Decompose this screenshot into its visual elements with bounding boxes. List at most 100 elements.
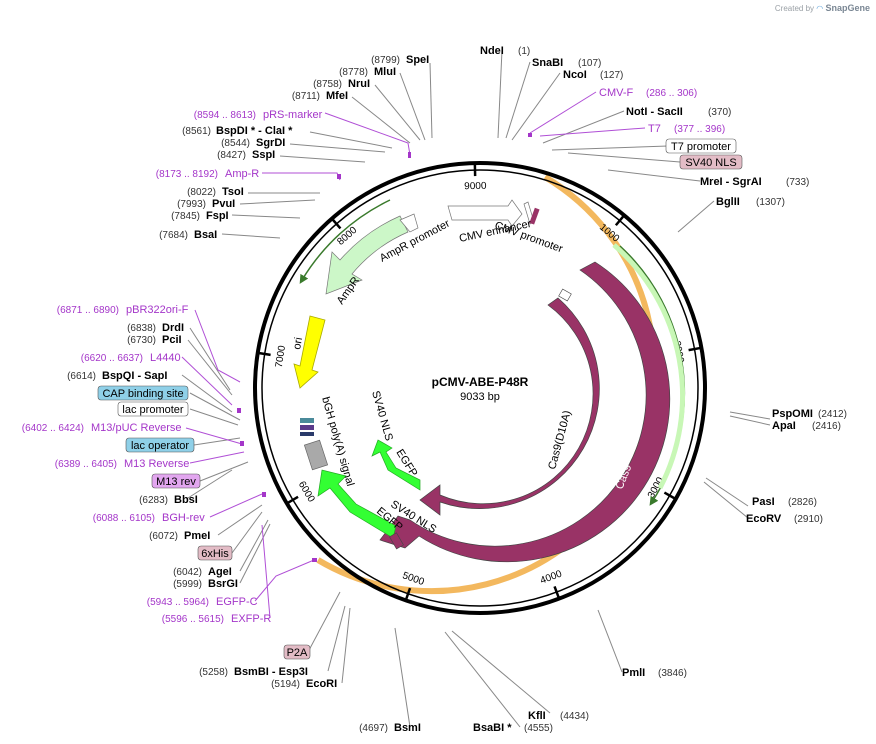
t7-promoter-label: T7 promoter <box>671 141 731 153</box>
tick-mark <box>330 217 342 230</box>
lac-box-3 <box>300 432 314 436</box>
site-name: TsoI <box>222 186 244 198</box>
primer-name: M13 Reverse <box>124 458 189 470</box>
backbone-outer-ring <box>253 161 707 615</box>
primer-name: BGH-rev <box>162 512 205 524</box>
tick-label: 7000 <box>274 344 288 368</box>
site-name: NcoI <box>563 69 587 81</box>
site-name: EcoRV <box>746 513 782 525</box>
primer-pos: (6402 .. 6424) <box>22 423 84 434</box>
sv40-nls-top <box>529 207 540 225</box>
site-name: SspI <box>252 149 275 161</box>
primer-name: pBR322ori-F <box>126 304 189 316</box>
ori-label: ori <box>291 336 305 350</box>
lac-promoter-box: lac promoter <box>117 401 189 417</box>
site-pos: (6283) <box>139 495 168 506</box>
site-pos: (8778) <box>339 67 368 78</box>
site-name: AgeI <box>208 566 232 578</box>
lac-box-1 <box>300 418 314 423</box>
site-name: NotI - SacII <box>626 106 683 118</box>
site-pos: (7684) <box>159 230 188 241</box>
cmv-enhancer-arrow <box>447 199 523 227</box>
site-pos: (4434) <box>560 711 589 722</box>
site-pos: (2910) <box>794 514 823 525</box>
primer-pos: (6088 .. 6105) <box>93 513 155 524</box>
tick-mark <box>614 214 626 227</box>
primer-pos: (5596 .. 5615) <box>162 614 224 625</box>
tick-mark <box>663 491 677 501</box>
primer-name: T7 <box>648 123 661 135</box>
site-pos: (8427) <box>217 150 246 161</box>
site-pos: (2826) <box>788 497 817 508</box>
site-name: PciI <box>162 334 182 346</box>
site-name: FspI <box>206 210 229 222</box>
primer-labels: (8594 .. 8613) pRS-marker (8173 .. 8192)… <box>22 87 725 625</box>
site-pos: (8758) <box>313 79 342 90</box>
site-pos: (8022) <box>187 187 216 198</box>
site-name: SgrDI <box>256 137 285 149</box>
p2a-box: P2A <box>283 644 311 660</box>
plasmid-size: 9033 bp <box>460 391 500 403</box>
site-name: BsaI <box>194 229 217 241</box>
primer-name: L4440 <box>150 352 181 364</box>
primer-pos: (377 .. 396) <box>674 124 725 135</box>
cas9-d10a-arrow <box>419 297 600 516</box>
egfp-inner-arrow <box>371 439 421 491</box>
cas9-green-band <box>612 243 686 490</box>
6xhis-box: 6xHis <box>197 545 233 561</box>
site-name: BsmI <box>394 722 421 734</box>
backbone-inner-ring <box>261 169 699 607</box>
sv40-nls-box-label: SV40 NLS <box>685 157 736 169</box>
tick-label: 5000 <box>401 570 426 588</box>
site-name: PvuI <box>212 198 235 210</box>
ampr-orf-line <box>299 199 391 284</box>
site-name: NdeI <box>480 45 504 57</box>
egfp-outer-arrow <box>317 469 397 539</box>
t7-promoter-box: T7 promoter <box>665 138 737 154</box>
site-pos: (5258) <box>199 667 228 678</box>
site-name: BsrGI <box>208 578 238 590</box>
tick-label: 9000 <box>464 181 487 193</box>
site-name: BsaBI * <box>473 722 512 734</box>
cas9-arrow <box>379 261 671 563</box>
primer-pos: (6389 .. 6405) <box>55 459 117 470</box>
sv40-nls-label-1: SV40 NLS <box>369 390 395 443</box>
site-pos: (6730) <box>127 335 156 346</box>
primer-name: EXFP-R <box>231 613 271 625</box>
bgh-polya-box <box>303 439 329 471</box>
site-pos: (6042) <box>173 567 202 578</box>
primer-name: CMV-F <box>599 87 634 99</box>
primer-marks <box>237 133 532 562</box>
primer-pos: (5943 .. 5964) <box>147 597 209 608</box>
m13-rev-box: M13 rev <box>151 473 201 489</box>
snapgene-credit: Created by ◠ SnapGene <box>775 3 870 13</box>
lac-promoter-label: lac promoter <box>122 404 183 416</box>
m13-rev-label: M13 rev <box>156 476 196 488</box>
credit-prefix: Created by <box>774 4 815 13</box>
site-pos: (370) <box>708 107 731 118</box>
lac-operator-label: lac operator <box>131 440 189 452</box>
tick-label: 6000 <box>296 480 317 505</box>
site-pos: (1307) <box>756 197 785 208</box>
site-name: DrdI <box>162 322 184 334</box>
site-pos: (7845) <box>171 211 200 222</box>
restriction-site-labels: (8799) SpeI (8778) MluI (8758) NruI (871… <box>67 45 847 734</box>
site-pos: (7993) <box>177 199 206 210</box>
primer-name: M13/pUC Reverse <box>91 422 181 434</box>
credit-brand: SnapGene <box>825 3 870 13</box>
ori-arrow <box>293 315 326 389</box>
tick-mark <box>257 351 271 357</box>
site-pos: (6838) <box>127 323 156 334</box>
site-name: ApaI <box>772 420 796 432</box>
primer-pos: (6871 .. 6890) <box>57 305 119 316</box>
site-name: PmlI <box>622 667 645 679</box>
primer-pos: (286 .. 306) <box>646 88 697 99</box>
tick-mark <box>688 346 702 352</box>
ampr-arrow <box>325 215 409 295</box>
site-pos: (3846) <box>658 668 687 679</box>
site-name: PasI <box>752 496 775 508</box>
plasmid-name: pCMV-ABE-P48R <box>432 375 529 389</box>
site-name: MfeI <box>326 90 348 102</box>
site-pos: (127) <box>600 70 623 81</box>
